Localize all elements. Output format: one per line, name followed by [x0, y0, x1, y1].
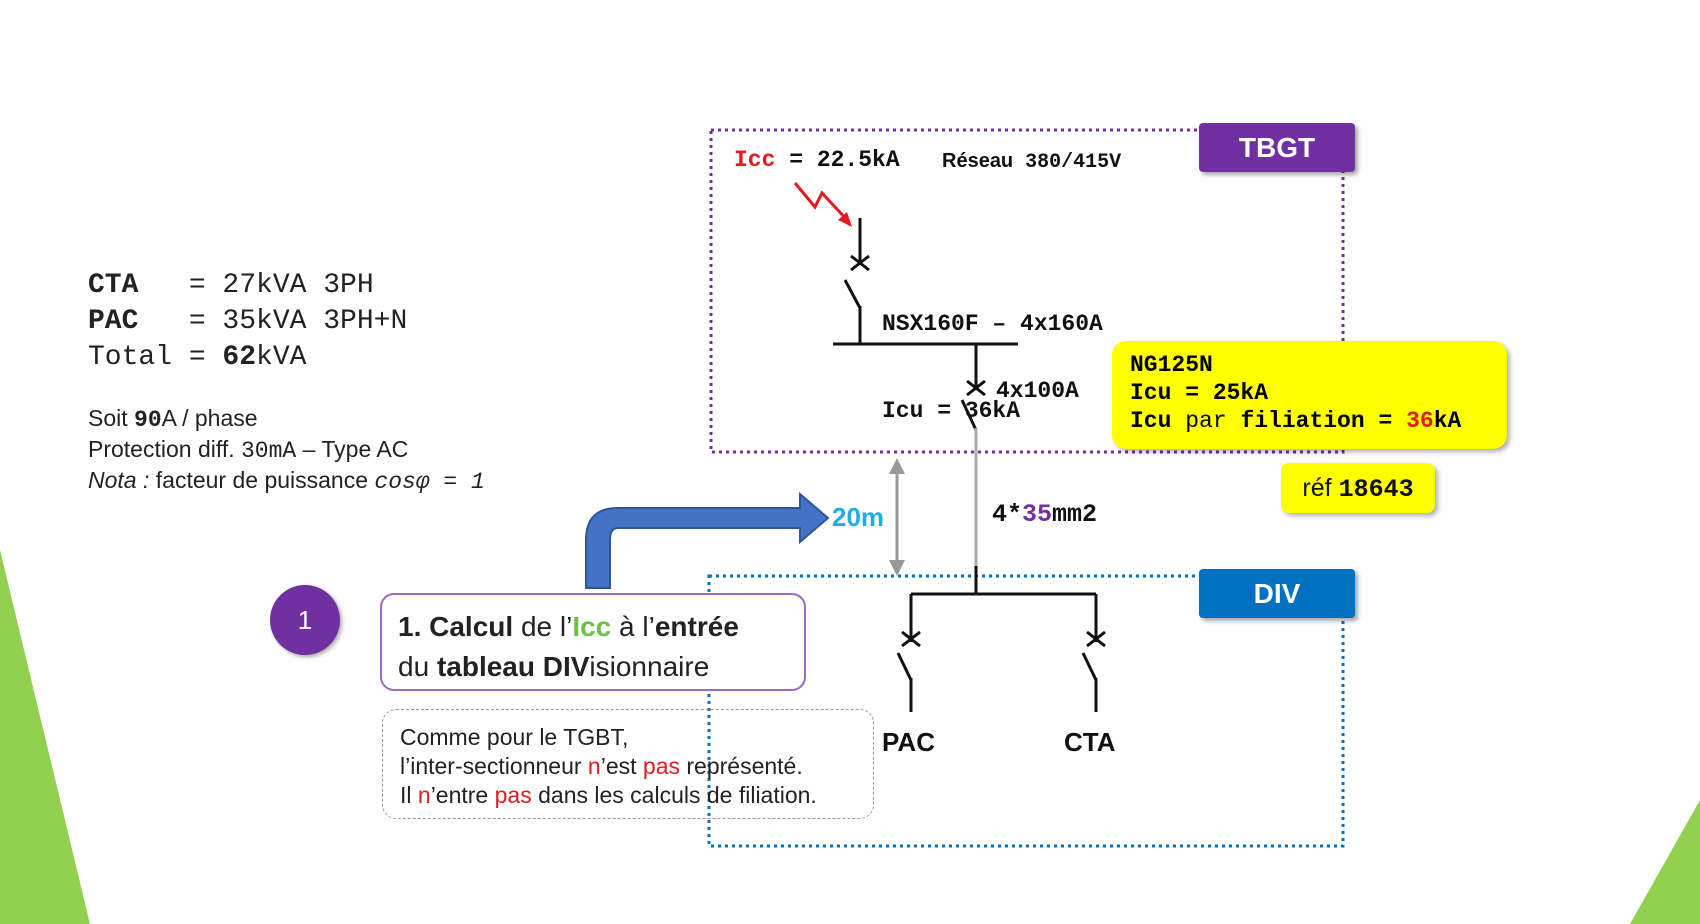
cta-label: CTA	[88, 270, 139, 301]
note-l3a: Il	[400, 782, 418, 808]
feeder-rating: 4x100A	[996, 378, 1079, 404]
soit-suffix: A / phase	[161, 405, 258, 431]
icc-readout: Icc = 22.5kA	[734, 147, 900, 173]
icc-value: = 22.5kA	[775, 147, 900, 173]
step-w1: 1. Calcul	[398, 611, 514, 642]
cta-value: = 27kVA 3PH	[138, 270, 374, 301]
nota-label: Nota :	[88, 467, 150, 493]
filiation-par: par	[1185, 408, 1227, 434]
soit-prefix: Soit	[88, 405, 135, 431]
main-breaker-icu: Icu = 36kA	[882, 398, 1021, 424]
reseau-label: Réseau	[942, 150, 1014, 172]
total-unit: kVA	[256, 342, 307, 373]
cable-section: 4*35mm2	[992, 500, 1097, 529]
filiation-value: 36	[1406, 408, 1434, 434]
main-breaker-symbol	[843, 218, 870, 344]
load-label-pac: PAC	[882, 727, 935, 757]
load-notes: Soit 90A / phase Protection diff. 30mA –…	[88, 404, 485, 497]
step-w4: à l’	[611, 611, 655, 642]
ng125n-icu: Icu = 25kA	[1130, 380, 1269, 406]
section-prefix: 4*	[992, 500, 1023, 529]
note-l2a: l’inter-sectionneur	[400, 753, 588, 779]
note-l2d: pas	[642, 753, 680, 779]
note-line-1: Comme pour le TGBT,	[400, 724, 629, 750]
protection-prefix: Protection diff.	[88, 436, 241, 462]
step-number-badge: 1	[270, 585, 340, 655]
ref-label: réf	[1302, 474, 1332, 502]
step-w8: isionnaire	[589, 651, 710, 682]
note-l2e: représenté.	[680, 753, 803, 779]
section-value: 35	[1022, 500, 1053, 529]
note-l3e: dans les calculs de filiation.	[531, 782, 817, 808]
callout-arrow-icon	[585, 491, 830, 589]
step-w6: du	[398, 651, 437, 682]
distance-dimension-arrow	[889, 458, 905, 576]
fault-lightning-icon	[793, 182, 852, 227]
div-tag: DIV	[1199, 569, 1355, 618]
pac-breaker-symbol	[896, 594, 921, 712]
step-title-box: 1. Calcul de l’Icc à l’entrée du tableau…	[380, 593, 806, 691]
step-w5: entrée	[654, 611, 739, 642]
load-label-cta: CTA	[1064, 727, 1116, 757]
ng125n-info-box: NG125N Icu = 25kA Icu par filiation = 36…	[1112, 341, 1507, 449]
cable-distance: 20m	[832, 502, 885, 532]
total-value: 62	[222, 342, 257, 373]
ng125n-model: NG125N	[1130, 352, 1213, 378]
section-unit: mm2	[1052, 500, 1098, 529]
reference-badge: réf 18643	[1281, 463, 1435, 513]
network-voltage: Réseau 380/415V	[942, 150, 1121, 174]
protection-suffix: – Type AC	[296, 436, 409, 462]
ng125n-filiation: Icu par filiation = 36kA	[1130, 407, 1489, 435]
slide-decoration-left	[0, 550, 90, 924]
main-breaker-model: NSX160F – 4x160A	[882, 311, 1103, 337]
load-summary: CTA = 27kVA 3PH PAC = 35kVA 3PH+N Total …	[88, 268, 407, 376]
note-box: Comme pour le TGBT, l’inter-sectionneur …	[382, 709, 874, 819]
total-label: Total =	[88, 342, 223, 373]
protection-value: 30mA	[241, 438, 297, 464]
note-l2c: ’est	[600, 753, 643, 779]
step-w3: Icc	[572, 611, 612, 642]
tbgt-boundary	[709, 128, 1345, 454]
step-w2: de l’	[513, 611, 573, 642]
step-w7: tableau DIV	[436, 651, 590, 682]
tbgt-tag: TBGT	[1199, 123, 1355, 172]
soit-value: 90	[134, 407, 162, 433]
note-line-3: Il n’entre pas dans les calculs de filia…	[400, 781, 856, 810]
pac-value: = 35kVA 3PH+N	[138, 306, 408, 337]
note-l3b: n	[417, 782, 431, 808]
main-breaker-label: NSX160F – 4x160A Icu = 36kA	[882, 252, 1103, 455]
reseau-value: 380/415V	[1013, 151, 1122, 174]
filiation-mid: filiation =	[1226, 408, 1407, 434]
nota-formula: cosφ = 1	[374, 469, 485, 495]
icc-label: Icc	[734, 147, 776, 173]
feeder-breaker-symbol	[960, 344, 986, 431]
div-boundary	[707, 574, 1345, 848]
nota-text: facteur de puissance	[149, 467, 375, 493]
filiation-unit: kA	[1433, 408, 1462, 434]
note-l3d: pas	[494, 782, 532, 808]
div-busbar	[911, 566, 1096, 596]
ref-value: 18643	[1338, 475, 1414, 504]
pac-label: PAC	[88, 306, 139, 337]
filiation-prefix: Icu	[1130, 408, 1186, 434]
slide-decoration-right	[1630, 800, 1700, 924]
note-l2b: n	[587, 753, 601, 779]
cta-breaker-symbol	[1081, 594, 1106, 712]
note-l3c: ’entre	[430, 782, 495, 808]
note-line-2: l’inter-sectionneur n’est pas représenté…	[400, 752, 856, 781]
